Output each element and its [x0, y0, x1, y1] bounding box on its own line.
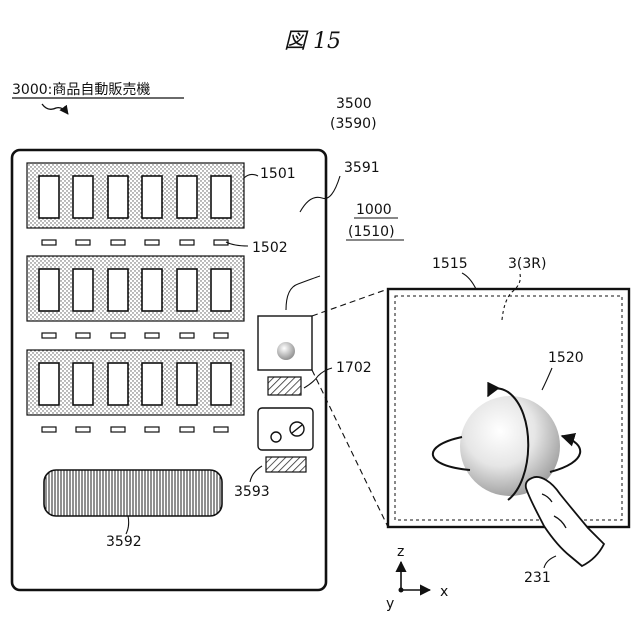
selection-button: [76, 240, 90, 245]
label-1000: 1000: [356, 202, 392, 218]
product-outlet: [44, 470, 222, 516]
product-item: [177, 269, 197, 311]
coin-slot-icon: [271, 432, 281, 442]
selection-button: [111, 427, 125, 432]
payment-panel: [258, 408, 313, 450]
subject-label: 3000:商品自動販売機: [12, 82, 150, 98]
selection-button: [111, 333, 125, 338]
label-3593: 3593: [234, 484, 270, 500]
selection-button: [145, 333, 159, 338]
selection-button: [76, 427, 90, 432]
leader-1515: [462, 273, 476, 289]
product-item: [108, 176, 128, 218]
product-item: [142, 363, 162, 405]
product-item: [177, 363, 197, 405]
product-item: [73, 363, 93, 405]
selection-button: [42, 427, 56, 432]
selection-button: [76, 333, 90, 338]
label-1510: (1510): [348, 224, 395, 240]
label-1702: 1702: [336, 360, 372, 376]
hatched-unit-3593: [266, 457, 306, 472]
hatched-unit-1702: [268, 377, 301, 395]
axis-z-label: z: [397, 544, 404, 560]
selection-button: [145, 427, 159, 432]
product-item: [211, 176, 231, 218]
product-item: [211, 363, 231, 405]
product-item: [108, 269, 128, 311]
selection-button: [180, 427, 194, 432]
product-item: [211, 269, 231, 311]
selection-button: [180, 333, 194, 338]
label-231: 231: [524, 570, 551, 586]
operation-device-ball: [277, 342, 295, 360]
product-item: [142, 176, 162, 218]
label-1502: 1502: [252, 240, 288, 256]
label-3591: 3591: [344, 160, 380, 176]
product-item: [73, 176, 93, 218]
selection-button: [42, 240, 56, 245]
label-1501: 1501: [260, 166, 296, 182]
leader-231: [544, 556, 556, 568]
axis-origin: [399, 588, 404, 593]
label-3590: (3590): [330, 116, 377, 132]
product-item: [108, 363, 128, 405]
label-3592: 3592: [106, 534, 142, 550]
selection-button: [111, 240, 125, 245]
product-item: [142, 269, 162, 311]
selection-button: [180, 240, 194, 245]
label-3: 3(3R): [508, 256, 546, 272]
product-item: [39, 176, 59, 218]
axis-x-label: x: [440, 584, 448, 600]
figure-title: 図 15: [284, 29, 341, 54]
selection-button: [42, 333, 56, 338]
product-item: [73, 269, 93, 311]
label-1520: 1520: [548, 350, 584, 366]
label-3500: 3500: [336, 96, 372, 112]
subject-leader-arrow: [42, 104, 68, 114]
product-item: [177, 176, 197, 218]
label-1515: 1515: [432, 256, 468, 272]
axis-y-label: y: [386, 596, 394, 612]
selection-button: [214, 427, 228, 432]
selection-button: [214, 333, 228, 338]
product-item: [39, 269, 59, 311]
selection-button: [145, 240, 159, 245]
product-item: [39, 363, 59, 405]
